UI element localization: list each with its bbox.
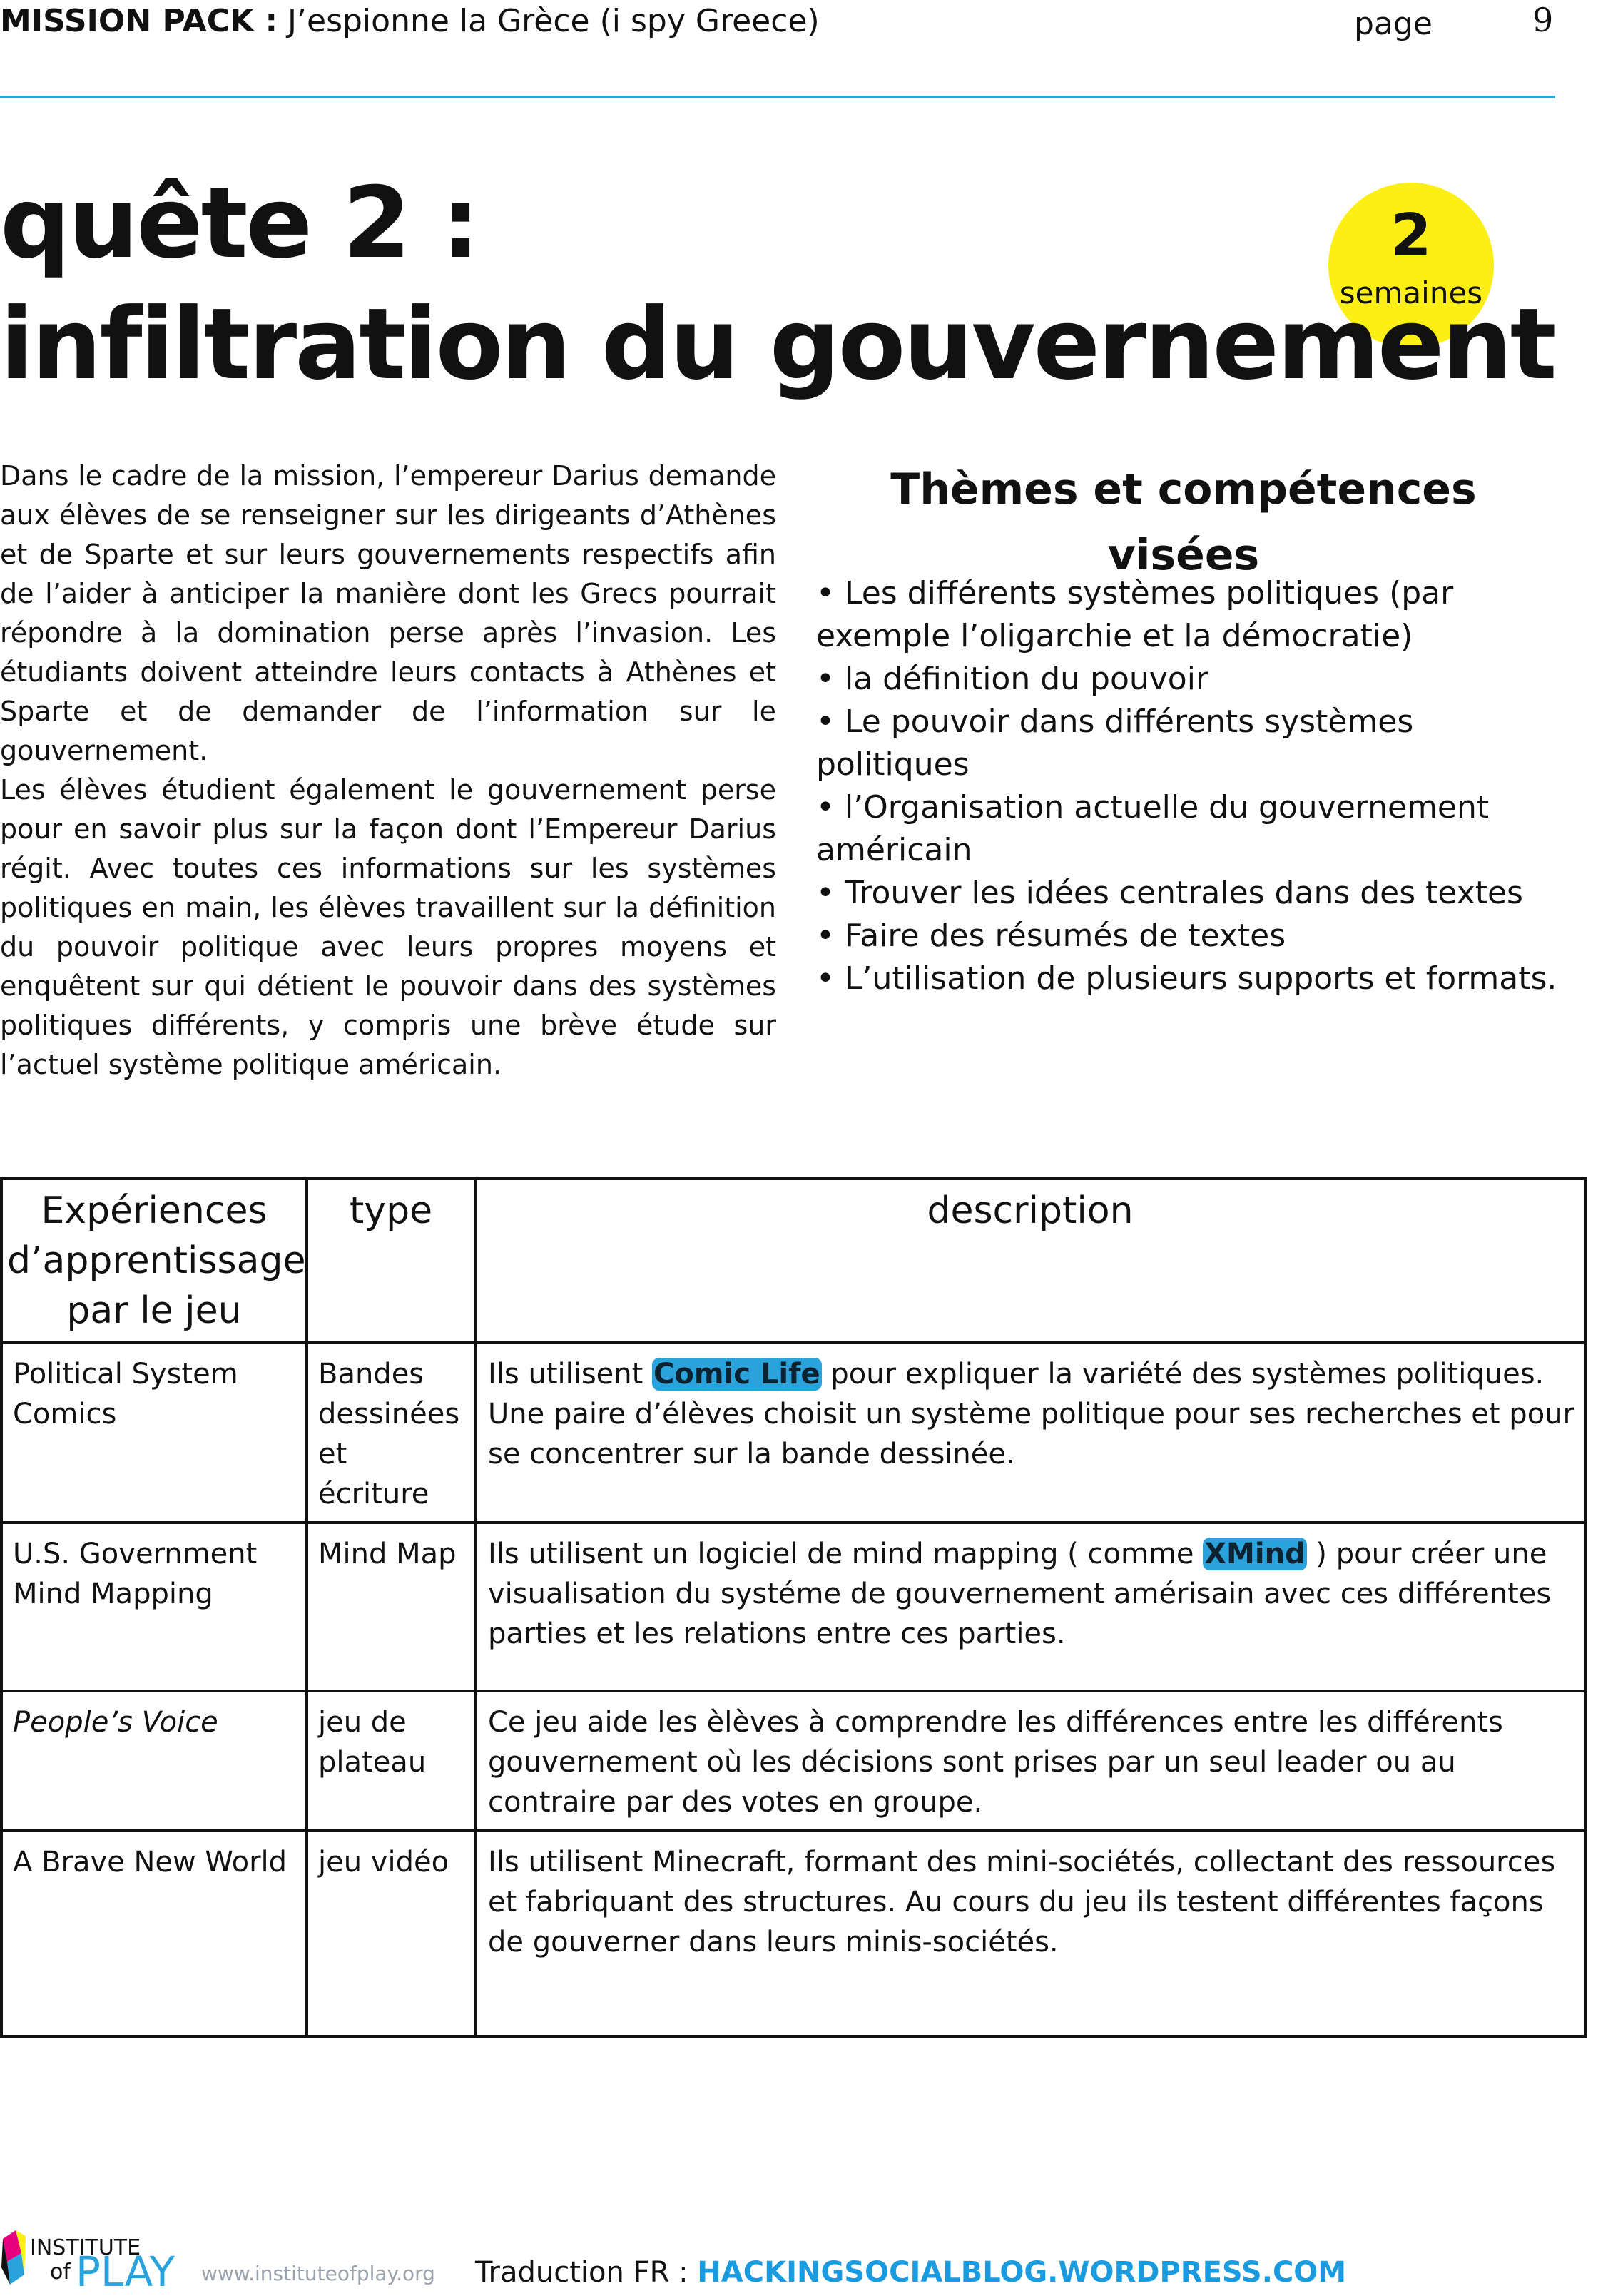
comic-life-link[interactable]: Comic Life xyxy=(652,1358,822,1391)
translation-label: Traduction FR : xyxy=(475,2256,698,2289)
mission-title: J’espionne la Grèce (i spy Greece) xyxy=(278,3,820,39)
page-number: 9 xyxy=(1532,1,1554,39)
experience-name: A Brave New World xyxy=(0,1829,308,2038)
experience-type: Bandes dessinées et écriture xyxy=(305,1341,477,1524)
description-text: ) pour créer une visualisation du systém… xyxy=(488,1538,1552,1650)
experience-name: U.S. Government Mind Mapping xyxy=(0,1521,308,1692)
learning-experiences-table: Expériences d’apprentissage par le jeu t… xyxy=(0,1177,1587,2038)
experience-description: Ils utilisent un logiciel de mind mappin… xyxy=(474,1521,1587,1692)
description-text: pour expliquer la variété des systèmes p… xyxy=(488,1358,1574,1470)
theme-item: Les différents systèmes politiques (par … xyxy=(816,572,1565,658)
page-label: page xyxy=(1354,6,1433,42)
description-text: Ils utilisent un logiciel de mind mappin… xyxy=(488,1538,1204,1570)
logo-institute: INSTITUTE xyxy=(30,2235,141,2260)
themes-list: Les différents systèmes politiques (par … xyxy=(816,572,1565,1000)
table-row: People’s Voice jeu de plateau Ce jeu aid… xyxy=(0,1690,1587,1832)
intro-text: Dans le cadre de la mission, l’empereur … xyxy=(0,457,776,1084)
theme-item: Faire des résumés de textes xyxy=(816,915,1565,957)
themes-heading: Thèmes et compétences visées xyxy=(890,464,1477,580)
experience-name: Political System Comics xyxy=(0,1341,308,1524)
title-line-1: quête 2 : xyxy=(0,166,480,280)
experience-name: People’s Voice xyxy=(0,1690,308,1832)
mission-pack-label: MISSION PACK : xyxy=(0,3,278,39)
table-header-row: Expériences d’apprentissage par le jeu t… xyxy=(0,1177,1587,1344)
duration-number: 2 xyxy=(1390,202,1432,270)
column-header-description: description xyxy=(474,1177,1587,1344)
table-row: A Brave New World jeu vidéo Ils utilisen… xyxy=(0,1829,1587,2038)
theme-item: L’utilisation de plusieurs supports et f… xyxy=(816,957,1565,1000)
intro-paragraph-2: Les élèves étudient également le gouvern… xyxy=(0,774,776,1080)
experience-description: Ils utilisent Comic Life pour expliquer … xyxy=(474,1341,1587,1524)
intro-paragraph-1: Dans le cadre de la mission, l’empereur … xyxy=(0,460,776,766)
duration-badge xyxy=(1328,183,1494,348)
column-header-type: type xyxy=(305,1177,477,1344)
experience-type: jeu vidéo xyxy=(305,1829,477,2038)
document-header: MISSION PACK : J’espionne la Grèce (i sp… xyxy=(0,1,820,41)
logo-play: PLAY xyxy=(76,2247,175,2296)
experience-description: Ils utilisent Minecraft, formant des min… xyxy=(474,1829,1587,2038)
description-text: Ils utilisent xyxy=(488,1358,653,1391)
page-title: quête 2 : infiltration du gouvernement xyxy=(0,163,1557,405)
experience-type: jeu de plateau xyxy=(305,1690,477,1832)
translation-blog-link[interactable]: HACKINGSOCIALBLOG.WORDPRESS.COM xyxy=(697,2256,1347,2289)
xmind-link[interactable]: XMind xyxy=(1203,1538,1307,1570)
theme-item: l’Organisation actuelle du gouvernement … xyxy=(816,786,1565,872)
table-row: U.S. Government Mind Mapping Mind Map Il… xyxy=(0,1521,1587,1692)
experience-description: Ce jeu aide les èlèves à comprendre les … xyxy=(474,1690,1587,1832)
experience-type: Mind Map xyxy=(305,1521,477,1692)
header-divider xyxy=(0,96,1555,98)
table-row: Political System Comics Bandes dessinées… xyxy=(0,1341,1587,1524)
theme-item: la définition du pouvoir xyxy=(816,658,1565,701)
theme-item: Le pouvoir dans différents systèmes poli… xyxy=(816,701,1565,786)
footer-translation-credit: Traduction FR : HACKINGSOCIALBLOG.WORDPR… xyxy=(475,2255,1346,2290)
duration-unit: semaines xyxy=(1339,275,1483,310)
theme-item: Trouver les idées centrales dans des tex… xyxy=(816,872,1565,915)
title-line-2: infiltration du gouvernement xyxy=(0,287,1557,402)
footer-url[interactable]: www.instituteofplay.org xyxy=(201,2262,435,2285)
column-header-experiences: Expériences d’apprentissage par le jeu xyxy=(0,1177,308,1344)
institute-of-play-logo-icon xyxy=(1,2230,26,2285)
logo-of: of xyxy=(50,2260,71,2285)
